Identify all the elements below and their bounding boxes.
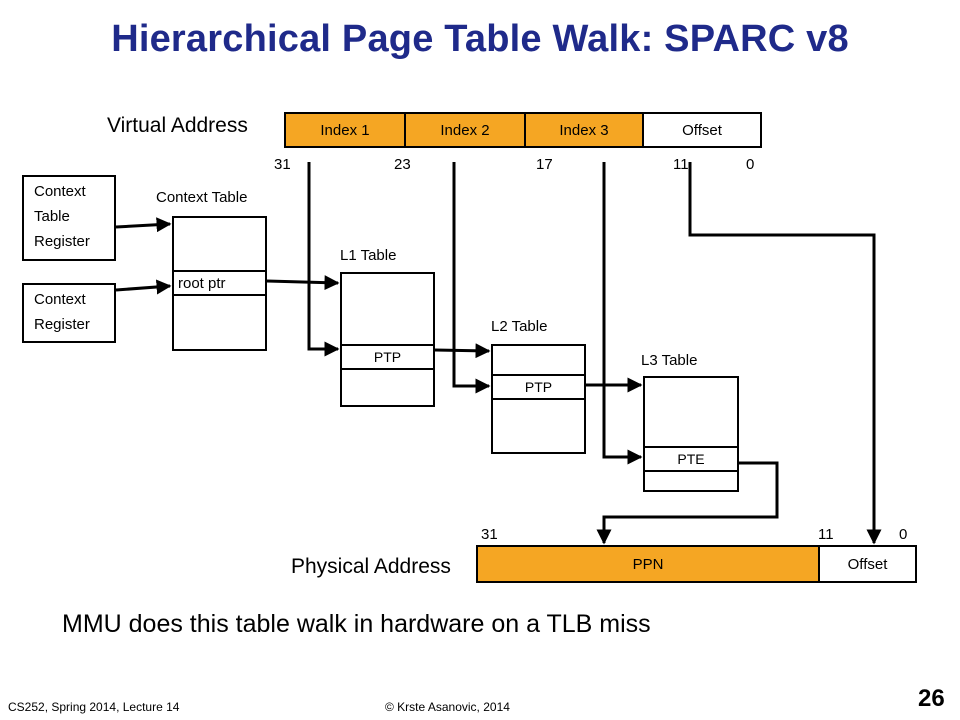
l3-table-title: L3 Table (641, 352, 698, 369)
va-bit-17: 17 (536, 156, 553, 173)
l3-table: PTE (643, 376, 739, 492)
va-index1-field: Index 1 (286, 114, 406, 146)
cr-line-2: Register (34, 316, 90, 333)
l1-table-title: L1 Table (340, 247, 397, 264)
caption: MMU does this table walk in hardware on … (62, 610, 651, 638)
ctr-to-context-table-arrow (115, 217, 172, 233)
l2-table: PTP (491, 344, 586, 454)
va-index3-field: Index 3 (526, 114, 644, 146)
physical-address-label: Physical Address (291, 555, 451, 578)
offset-to-offset-arrow (688, 162, 882, 545)
ctr-line-1: Context (34, 183, 86, 200)
index1-to-l1-arrow (307, 162, 340, 357)
va-bit-0: 0 (746, 156, 755, 173)
ctr-line-2: Table (34, 208, 70, 225)
virtual-address-label: Virtual Address (107, 114, 248, 137)
pa-bit-31: 31 (481, 526, 498, 543)
va-index2-field: Index 2 (406, 114, 526, 146)
root-ptr-to-l1-arrow (266, 275, 340, 291)
pte-to-ppn-arrow (596, 461, 779, 545)
cr-line-1: Context (34, 291, 86, 308)
virtual-address-bar: Index 1 Index 2 Index 3 Offset (284, 112, 762, 148)
cr-to-root-ptr-arrow (115, 279, 172, 295)
pa-bit-0: 0 (899, 526, 908, 543)
index2-to-l2-arrow (452, 162, 491, 394)
context-table-root-ptr: root ptr (174, 270, 265, 296)
physical-address-bar: PPN Offset (476, 545, 917, 583)
footer-copyright: © Krste Asanovic, 2014 (385, 700, 510, 714)
pa-ppn-field: PPN (478, 547, 820, 581)
l2-table-title: L2 Table (491, 318, 548, 335)
index3-to-l3-arrow (602, 162, 643, 465)
page-number: 26 (918, 685, 945, 712)
l1-table-ptp: PTP (342, 344, 433, 370)
l3-table-pte: PTE (645, 446, 737, 472)
footer-course: CS252, Spring 2014, Lecture 14 (8, 700, 180, 714)
l1-ptp-to-l2-arrow (434, 343, 491, 359)
context-register: Context Register (22, 283, 116, 343)
slide-title: Hierarchical Page Table Walk: SPARC v8 (111, 18, 849, 60)
pa-offset-field: Offset (820, 547, 915, 581)
pa-bit-11: 11 (818, 526, 834, 543)
l2-table-ptp: PTP (493, 374, 584, 400)
ctr-line-3: Register (34, 233, 90, 250)
context-table-title: Context Table (156, 189, 248, 206)
l1-table: PTP (340, 272, 435, 407)
va-bit-11: 11 (673, 156, 689, 173)
va-bit-31: 31 (274, 156, 291, 173)
context-table: root ptr (172, 216, 267, 351)
va-offset-field: Offset (644, 114, 760, 146)
context-table-register: Context Table Register (22, 175, 116, 261)
va-bit-23: 23 (394, 156, 411, 173)
